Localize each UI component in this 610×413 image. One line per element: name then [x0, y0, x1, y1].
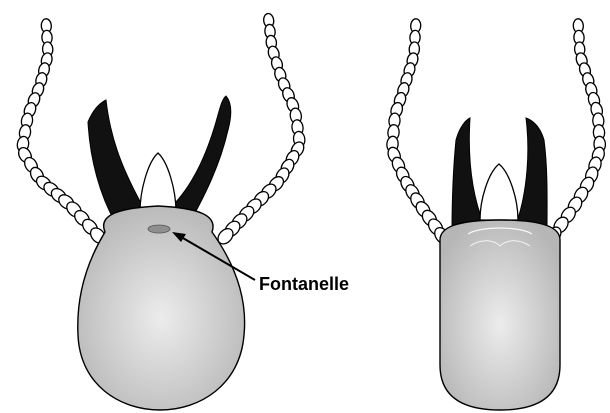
right-head-left-mandible: [452, 118, 484, 232]
right-head-labrum: [480, 164, 518, 220]
right-head-capsule: [440, 220, 560, 410]
right-head-right-antenna: [544, 19, 607, 246]
left-head-right-antenna: [215, 13, 306, 247]
right-head-left-antenna: [386, 19, 452, 247]
left-head-labrum: [140, 153, 176, 212]
right-termite-head: [386, 19, 606, 410]
left-head-right-mandible: [168, 96, 231, 222]
fontanelle-label: Fontanelle: [259, 274, 349, 295]
fontanelle: [148, 225, 170, 233]
left-head-left-mandible: [88, 100, 142, 222]
right-head-right-mandible: [516, 118, 547, 232]
left-termite-head: [16, 13, 306, 410]
